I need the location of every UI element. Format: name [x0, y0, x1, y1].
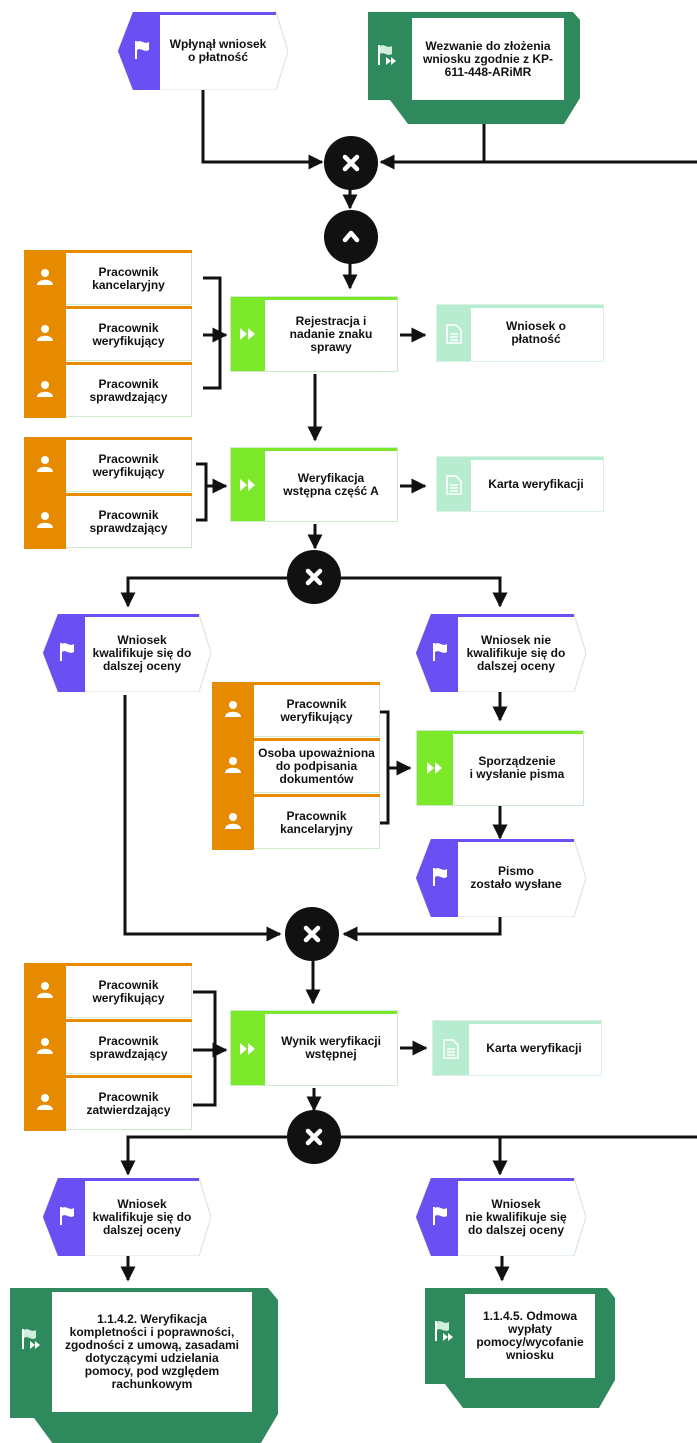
x-icon [340, 152, 362, 174]
event-branch-nok-1: Wniosek nie kwalifikuje się do dalszej o… [416, 614, 586, 692]
person-icon [224, 700, 242, 723]
role-label: Pracownik weryfikujący [66, 440, 192, 492]
role-item[interactable]: Pracownik sprawdzający [24, 1019, 192, 1075]
interface-refusal[interactable]: 1.1.4.5. Odmowa wypłaty pomocy/wycofanie… [425, 1288, 615, 1408]
role-label: Pracownik weryfikujący [66, 309, 192, 361]
event-label: Wpłynął wniosek o płatność [169, 37, 267, 64]
function-letter[interactable]: Sporządzenie i wysłanie pisma [416, 730, 584, 806]
role-label: Osoba upoważniona do podpisania dokument… [254, 741, 380, 793]
role-label: Pracownik sprawdzający [66, 1022, 192, 1074]
gateway-xor-split-1 [287, 550, 341, 604]
flag-icon [56, 1204, 78, 1233]
role-label: Pracownik kancelaryjny [66, 253, 192, 305]
event-label: Wniosek kwalifikuje się do dalszej oceny [92, 632, 192, 673]
x-icon [301, 923, 323, 945]
role-item[interactable]: Osoba upoważniona do podpisania dokument… [212, 738, 380, 794]
role-item[interactable]: Pracownik sprawdzający [24, 493, 192, 549]
role-label: Pracownik sprawdzający [66, 496, 192, 548]
person-icon [36, 268, 54, 291]
document-icon [446, 324, 462, 349]
event-branch-nok-2: Wniosek nie kwalifikuje się do dalszej o… [416, 1178, 586, 1256]
person-icon [36, 1037, 54, 1060]
flag-icon [429, 865, 451, 894]
role-label: Pracownik sprawdzający [66, 365, 192, 417]
function-label: Wynik weryfikacji wstępnej [281, 1034, 381, 1061]
interface-label: 1.1.4.2. Weryfikacja kompletności i popr… [52, 1292, 252, 1412]
gateway-xor-split-2 [287, 1110, 341, 1164]
role-item[interactable]: Pracownik weryfikujący [24, 437, 192, 493]
document-card-2[interactable]: Karta weryfikacji [432, 1020, 602, 1076]
function-result[interactable]: Wynik weryfikacji wstępnej [230, 1010, 398, 1086]
interface-label: 1.1.4.5. Odmowa wypłaty pomocy/wycofanie… [465, 1294, 595, 1378]
interface-call[interactable]: Wezwanie do złożenia wniosku zgodnie z K… [368, 12, 580, 124]
x-icon [303, 566, 325, 588]
play-icon [425, 760, 445, 781]
role-group-3: Pracownik weryfikujący Osoba upoważniona… [212, 682, 380, 850]
event-branch-ok-1: Wniosek kwalifikuje się do dalszej oceny [43, 614, 211, 692]
role-label: Pracownik weryfikujący [254, 685, 380, 737]
play-icon [238, 477, 258, 498]
play-icon [238, 326, 258, 347]
person-icon [36, 1093, 54, 1116]
gateway-xor-merge-2 [285, 907, 339, 961]
x-icon [303, 1126, 325, 1148]
role-item[interactable]: Pracownik sprawdzający [24, 362, 192, 418]
role-item[interactable]: Pracownik weryfikujący [24, 306, 192, 362]
role-label: Pracownik kancelaryjny [254, 797, 380, 849]
interface-label: Wezwanie do złożenia wniosku zgodnie z K… [412, 18, 564, 100]
person-icon [36, 380, 54, 403]
flag-play-icon [431, 1318, 459, 1351]
role-item[interactable]: Pracownik weryfikujący [212, 682, 380, 738]
event-label: Wniosek nie kwalifikuje się do dalszej o… [465, 1196, 567, 1237]
person-icon [36, 455, 54, 478]
person-icon [36, 981, 54, 1004]
role-item[interactable]: Pracownik weryfikujący [24, 963, 192, 1019]
event-label: Wniosek nie kwalifikuje się do dalszej o… [466, 632, 566, 673]
function-label: Sporządzenie i wysłanie pisma [469, 754, 565, 781]
role-item[interactable]: Pracownik kancelaryjny [24, 250, 192, 306]
role-label: Pracownik weryfikujący [66, 966, 192, 1018]
flag-icon [56, 640, 78, 669]
play-icon [238, 1041, 258, 1062]
role-label: Pracownik zatwierdzający [66, 1078, 192, 1130]
caret-up-icon [340, 226, 362, 248]
flag-icon [131, 38, 153, 67]
function-initial-check[interactable]: Weryfikacja wstępna część A [230, 447, 398, 522]
role-item[interactable]: Pracownik kancelaryjny [212, 794, 380, 850]
interface-next-check[interactable]: 1.1.4.2. Weryfikacja kompletności i popr… [10, 1288, 278, 1443]
function-label: Rejestracja i nadanie znaku sprawy [289, 313, 373, 354]
document-card-1[interactable]: Karta weryfikacji [436, 456, 604, 512]
function-label: Weryfikacja wstępna część A [283, 470, 379, 498]
event-label: Pismo zostało wysłane [470, 864, 562, 891]
role-group-4: Pracownik weryfikujący Pracownik sprawdz… [24, 963, 192, 1131]
role-group-2: Pracownik weryfikujący Pracownik sprawdz… [24, 437, 192, 549]
flag-play-icon [374, 42, 402, 75]
role-item[interactable]: Pracownik zatwierdzający [24, 1075, 192, 1131]
person-icon [224, 812, 242, 835]
document-icon [446, 475, 462, 500]
gateway-and-1 [324, 210, 378, 264]
event-branch-ok-2: Wniosek kwalifikuje się do dalszej oceny [43, 1178, 211, 1256]
event-letter-sent: Pismo zostało wysłane [416, 839, 586, 917]
document-label: Karta weryfikacji [486, 1040, 582, 1055]
event-start-received: Wpłynął wniosek o płatność [118, 12, 288, 90]
flag-play-icon [18, 1326, 46, 1359]
document-application[interactable]: Wniosek o płatność [436, 304, 604, 362]
document-label: Karta weryfikacji [488, 476, 584, 491]
person-icon [36, 324, 54, 347]
document-label: Wniosek o płatność [505, 319, 566, 346]
role-group-1: Pracownik kancelaryjny Pracownik weryfik… [24, 250, 192, 418]
gateway-xor-merge-1 [324, 136, 378, 190]
flag-icon [429, 1204, 451, 1233]
event-label: Wniosek kwalifikuje się do dalszej oceny [92, 1196, 192, 1237]
function-registration[interactable]: Rejestracja i nadanie znaku sprawy [230, 296, 398, 372]
person-icon [36, 511, 54, 534]
flag-icon [429, 640, 451, 669]
document-icon [443, 1039, 459, 1064]
person-icon [224, 756, 242, 779]
